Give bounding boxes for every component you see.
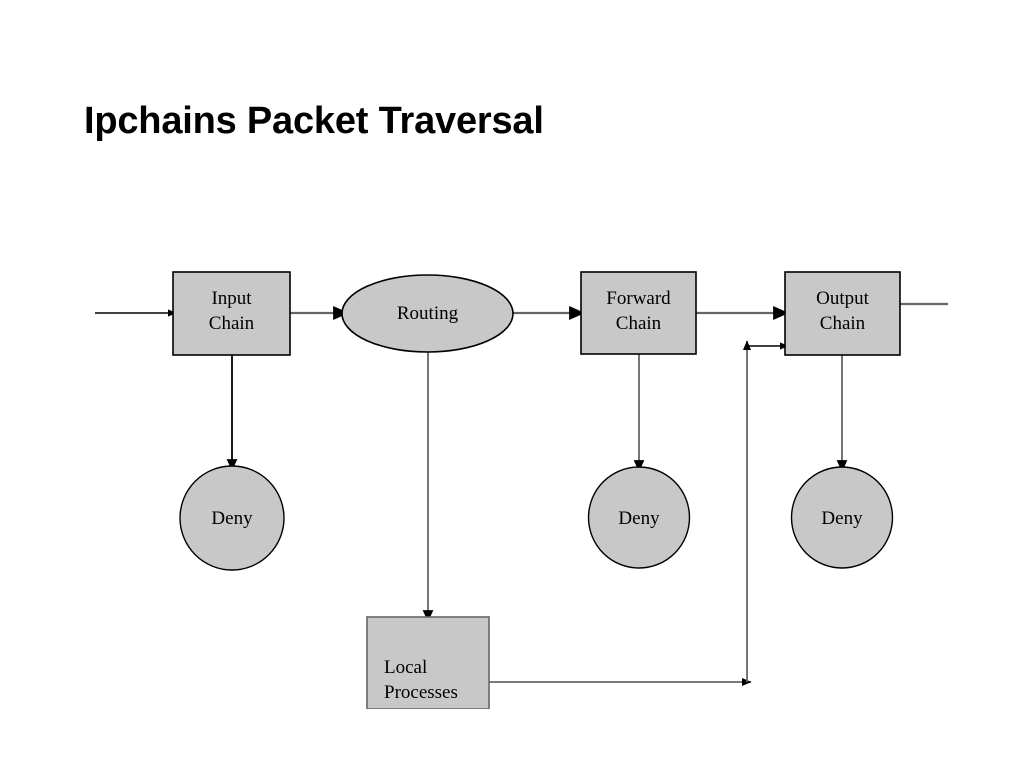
node-routing[interactable] [341,274,514,353]
edge-local-processes-to-output-chain [489,340,789,687]
node-deny-output[interactable] [790,466,894,569]
page-title: Ipchains Packet Traversal [84,100,544,142]
node-local-processes[interactable] [366,616,490,710]
slide-bottom-clip [0,709,1024,768]
node-forward-chain[interactable] [580,271,697,355]
node-input-chain[interactable] [172,271,291,356]
node-deny-forward[interactable] [587,466,691,569]
node-output-chain[interactable] [784,271,901,356]
node-deny-input[interactable] [179,465,285,571]
